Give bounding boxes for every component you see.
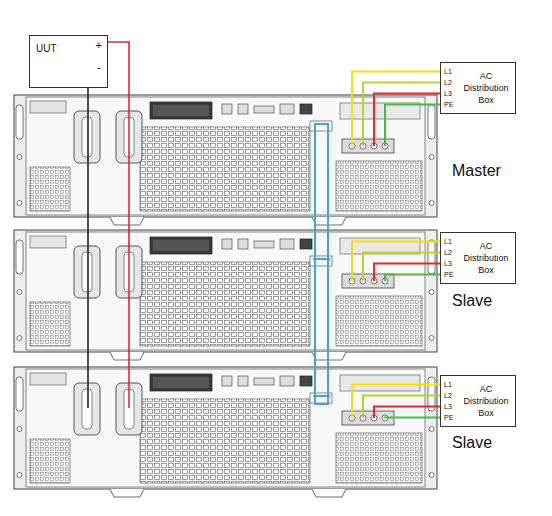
phase-label: PE (444, 99, 456, 110)
text-column: L1L2L3PE (444, 66, 456, 110)
unit-role-wrap: Slave (452, 434, 492, 452)
phase-label: L1 (444, 236, 456, 247)
unit-role-label: Master (452, 162, 501, 179)
phase-label: L3 (444, 258, 456, 269)
unit-role-wrap: Master (452, 162, 501, 180)
box-label: AC Distribution Box (460, 383, 512, 419)
text-column: AC Distribution Box (460, 66, 512, 110)
phase-label: L1 (444, 379, 456, 390)
text-column: +- (96, 39, 102, 84)
distribution-box: AC Distribution Box L1L2L3PE (440, 62, 516, 114)
text-column: L1L2L3PE (444, 379, 456, 423)
box-label: AC Distribution Box (460, 240, 512, 276)
uut-box: UUT+- (29, 35, 108, 88)
distribution-box: AC Distribution Box L1L2L3PE (440, 232, 516, 284)
phase-label: L2 (444, 390, 456, 401)
distribution-box: AC Distribution Box L1L2L3PE (440, 375, 516, 427)
phase-label: L2 (444, 247, 456, 258)
text-column: AC Distribution Box (460, 379, 512, 423)
phase-label: L1 (444, 66, 456, 77)
box-label: UUT (36, 39, 57, 55)
text-column: L1L2L3PE (444, 236, 456, 280)
terminal-sign: + (96, 39, 102, 51)
phase-label: PE (444, 412, 456, 423)
text-column: UUT (36, 39, 57, 84)
unit-role-label: Slave (452, 434, 492, 451)
phase-label: L2 (444, 77, 456, 88)
box-label: AC Distribution Box (460, 70, 512, 106)
unit-role-wrap: Slave (452, 292, 492, 310)
terminal-sign: - (97, 61, 101, 73)
phase-label: L3 (444, 88, 456, 99)
text-column: AC Distribution Box (460, 236, 512, 280)
unit-role-label: Slave (452, 292, 492, 309)
phase-label: PE (444, 269, 456, 280)
phase-label: L3 (444, 401, 456, 412)
